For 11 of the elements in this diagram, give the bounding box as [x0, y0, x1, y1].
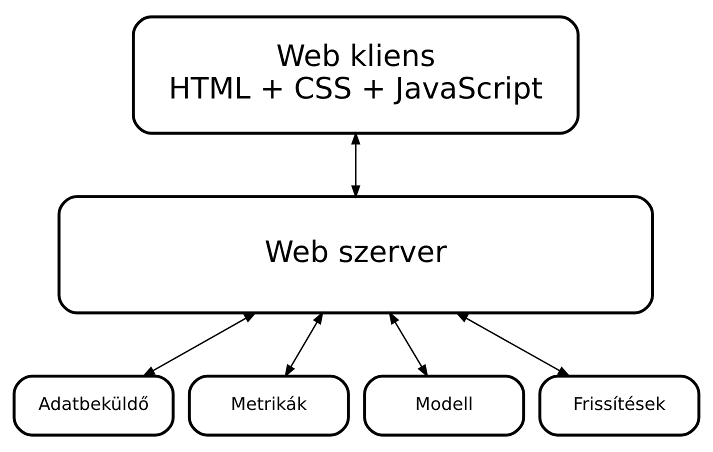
- arrow: [388, 311, 428, 378]
- arrow: [454, 312, 571, 377]
- node-box: Web kliens HTML + CSS + JavaScript: [132, 15, 580, 135]
- node-box: Web szerver: [58, 195, 654, 314]
- arrow: [351, 131, 360, 199]
- node-box: Frissítések: [538, 374, 700, 437]
- arrow: [142, 312, 258, 377]
- arrow: [284, 311, 324, 378]
- node-box: Adatbeküldő: [12, 374, 175, 437]
- node-box: Metrikák: [188, 374, 350, 437]
- node-box: Modell: [363, 374, 526, 437]
